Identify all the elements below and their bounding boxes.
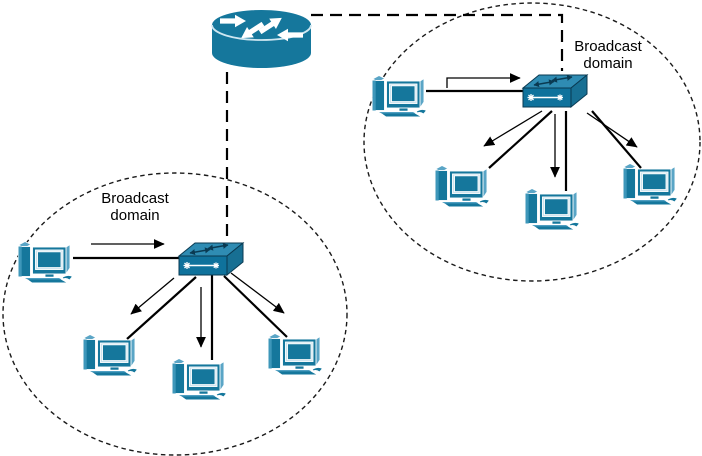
link-right-pc-sw [488, 110, 553, 169]
pc-icon-right-s [525, 188, 580, 231]
arrow-left-se [230, 272, 285, 314]
pc-icon-right-sw [435, 165, 490, 208]
switch-icon-left [179, 243, 243, 275]
link-lines [73, 89, 642, 360]
broadcast-domain-label-right: Broadcast domain [574, 38, 642, 72]
router-icon [212, 10, 311, 68]
broadcast-domain-label-left: Broadcast domain [101, 190, 169, 224]
pc-icon-right-se [623, 163, 678, 206]
router-link-right-switch [311, 13, 564, 71]
arrow-left-sw [130, 277, 175, 315]
pc-icon-left-sw [83, 334, 138, 377]
link-left-pc-se [223, 275, 288, 338]
arrow-right-in [446, 73, 521, 88]
pc-icon-left-hub [18, 241, 73, 284]
arrow-right-sw [483, 110, 543, 147]
arrow-right-se [586, 112, 638, 148]
broadcast-arrows [91, 73, 638, 348]
broadcast-domain-boundary-right [363, 2, 701, 282]
broadcast-domain-boundary-left [2, 172, 348, 456]
switch-icon-right [523, 75, 587, 107]
link-right-pc-se [591, 110, 642, 169]
pc-icon-left-se [268, 333, 323, 376]
pc-icon-right-hub [372, 75, 427, 118]
link-left-pc-sw [126, 276, 197, 340]
pc-icon-left-s [172, 358, 227, 401]
